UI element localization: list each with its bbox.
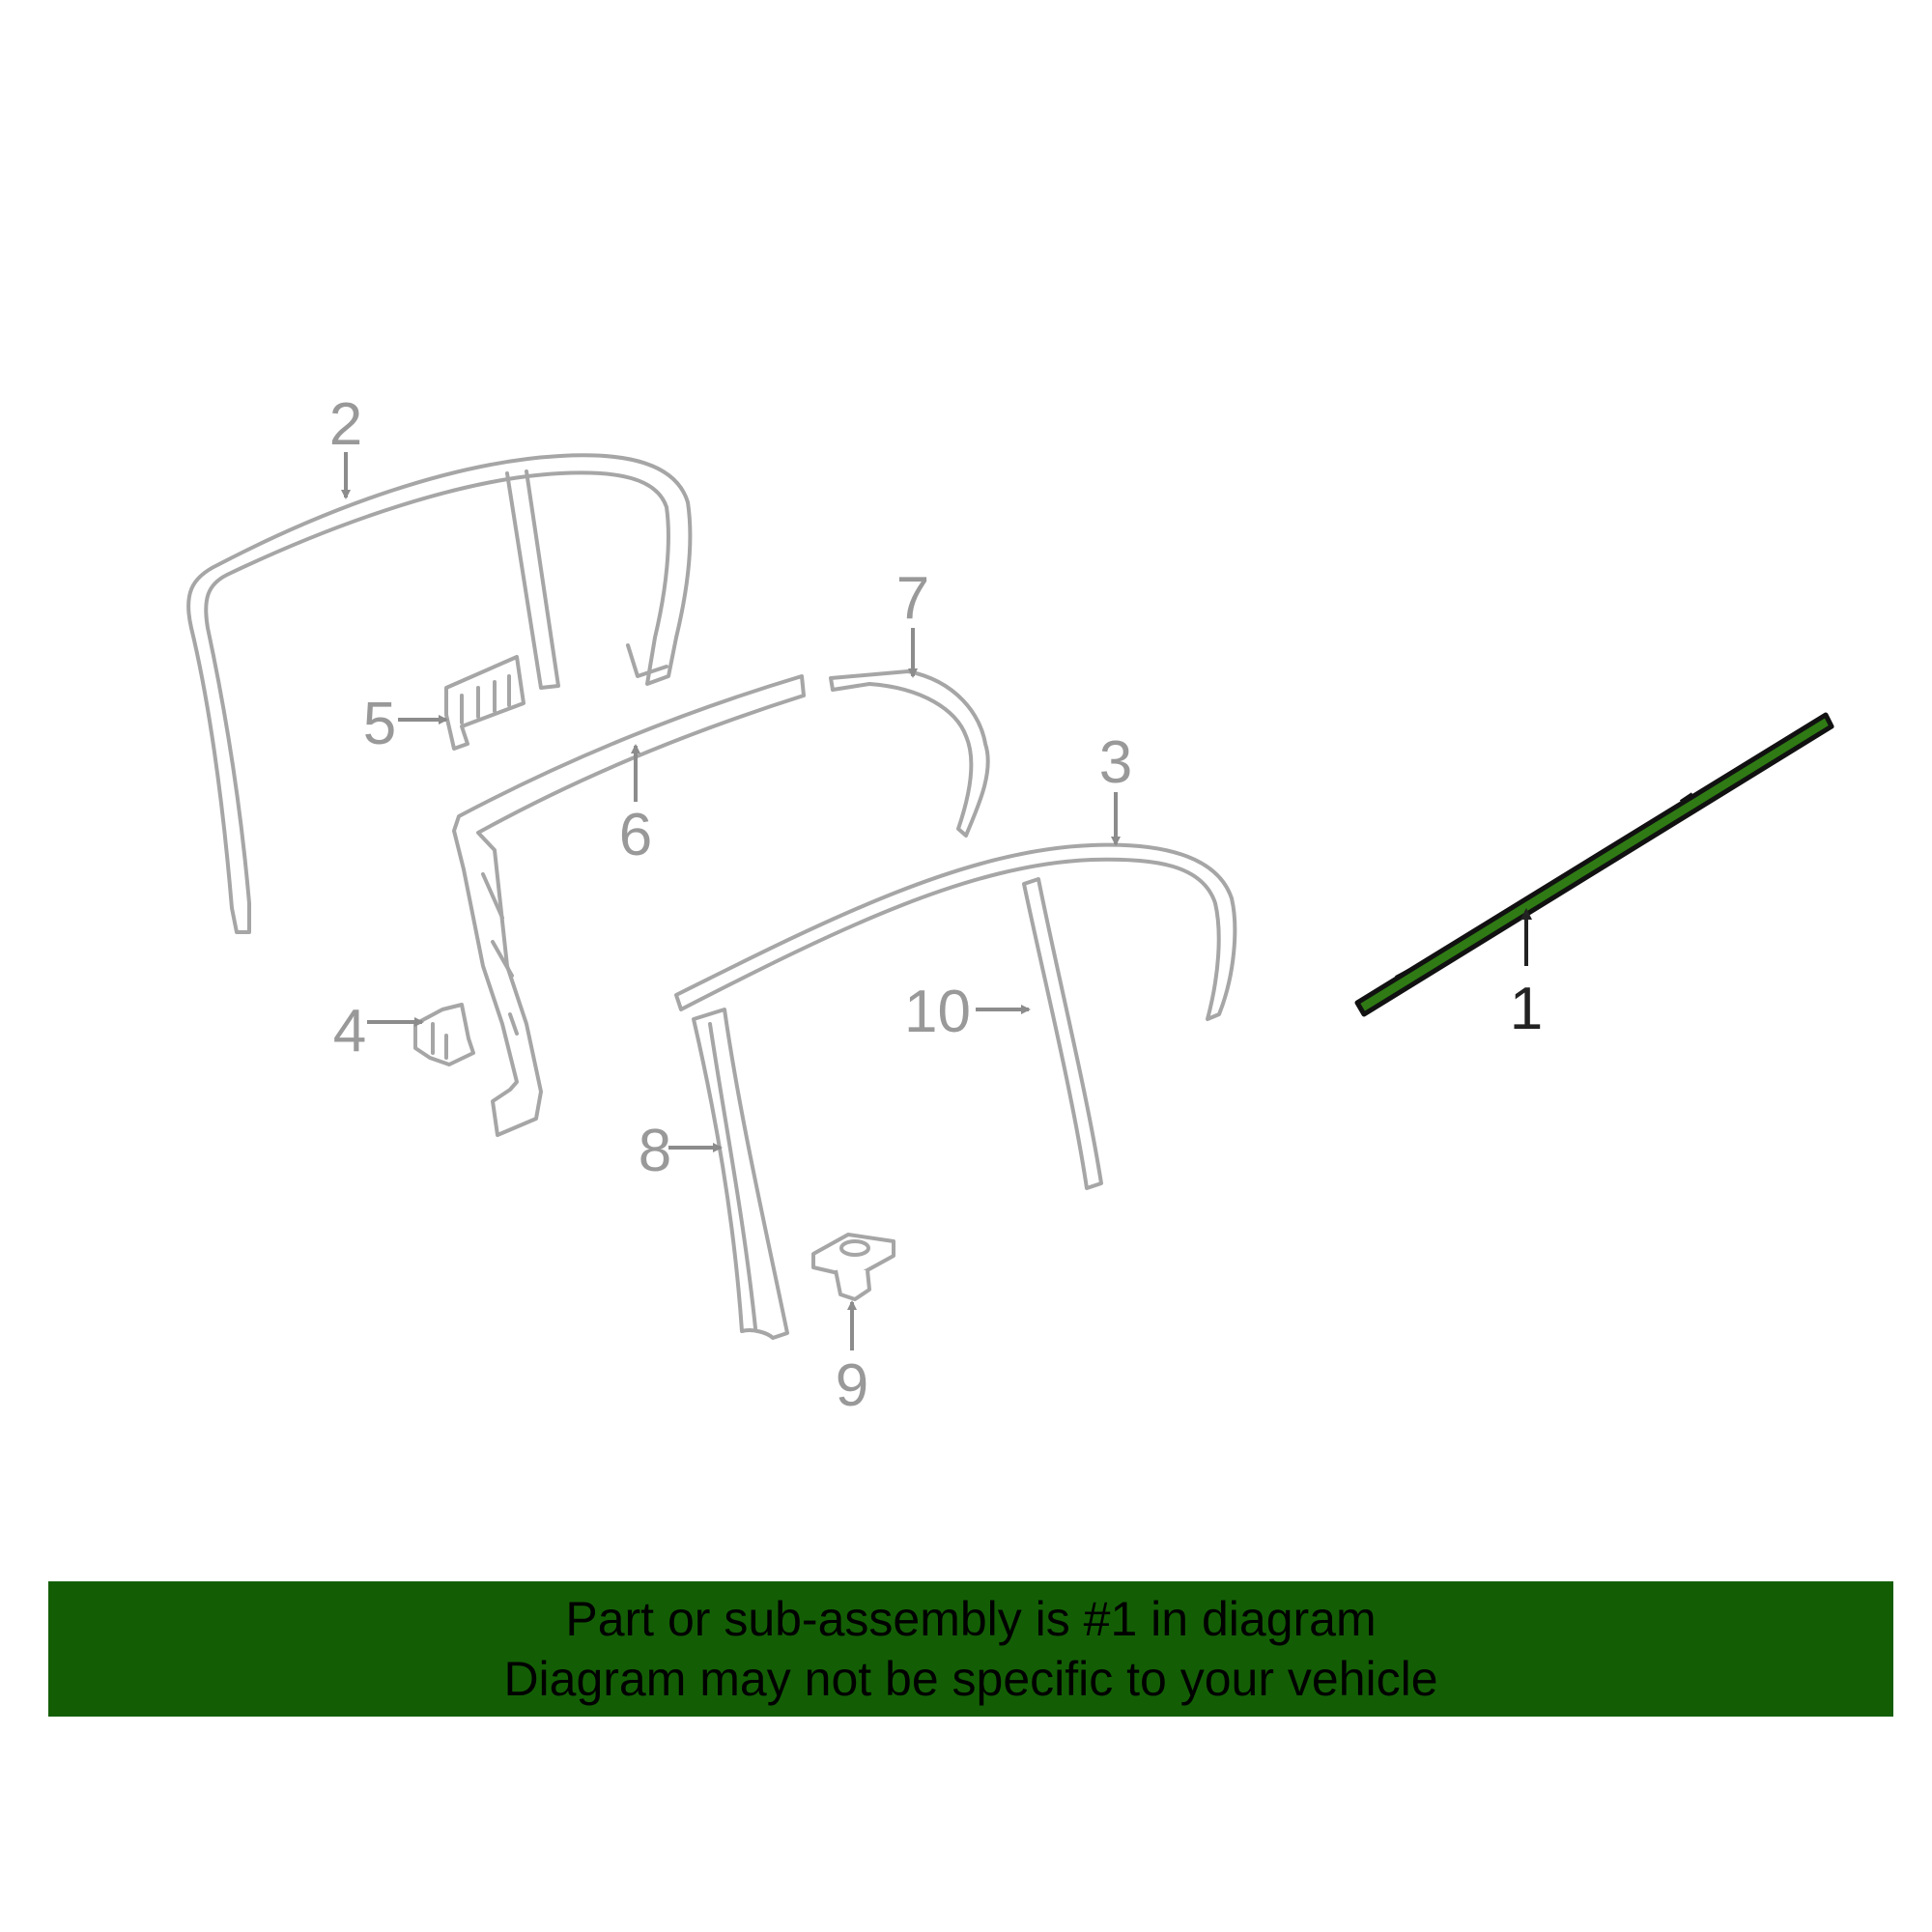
callout-5: 5 [363,691,396,757]
callout-6: 6 [619,802,652,868]
callout-2: 2 [329,391,362,458]
part-2-door-frame[interactable] [186,453,693,934]
part-4-bracket[interactable] [413,1003,475,1066]
callout-7: 7 [896,565,929,632]
callout-9: 9 [836,1352,868,1419]
part-1-weatherstrip[interactable] [1354,712,1834,1017]
part-9-grommet[interactable] [811,1233,895,1301]
banner-line-1: Part or sub-assembly is #1 in diagram [565,1592,1377,1646]
info-banner: Part or sub-assembly is #1 in diagram Di… [48,1581,1893,1717]
callout-1: 1 [1510,976,1543,1042]
callout-8: 8 [639,1118,671,1184]
part-10-strip[interactable] [1022,877,1103,1190]
callout-3: 3 [1099,729,1132,796]
part-8-pillar[interactable] [692,1008,789,1340]
part-6-channel[interactable] [452,674,806,1137]
banner-line-2: Diagram may not be specific to your vehi… [503,1652,1438,1706]
part-3-arc-molding[interactable] [674,842,1237,1021]
part-5-clip[interactable] [444,655,526,751]
callout-4: 4 [333,998,366,1065]
callout-10: 10 [904,979,971,1045]
part-7-molding[interactable] [829,669,990,838]
